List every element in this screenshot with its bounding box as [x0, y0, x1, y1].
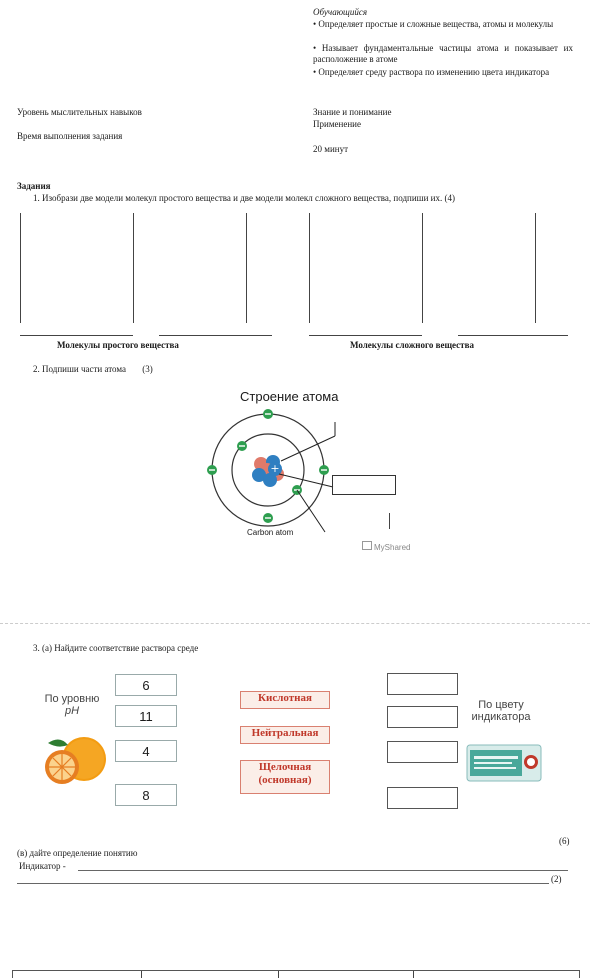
caption-complex-substance: Молекулы сложного вещества: [350, 340, 474, 350]
drawing-divider: [422, 213, 423, 323]
indicator-term: Индикатор -: [19, 861, 66, 871]
drawing-divider: [246, 213, 247, 323]
ph-value-box: 6: [115, 674, 177, 696]
thinking-value-2: Применение: [313, 119, 361, 129]
rubric-table-edge: [12, 970, 580, 978]
outcome-2: • Называет фундаментальные частицы атома…: [313, 43, 573, 64]
atom-label-box[interactable]: [332, 475, 396, 495]
table-divider: [413, 971, 414, 978]
indicator-label-line2: индикатора: [471, 711, 531, 723]
outcome-1: • Определяет простые и сложные вещества,…: [313, 19, 554, 29]
ph-label-line2: pH: [64, 705, 80, 717]
label-line[interactable]: [309, 335, 422, 336]
caption-simple-substance: Молекулы простого вещества: [57, 340, 179, 350]
indicator-label-line1: По цвету: [478, 699, 524, 711]
drawing-divider: [535, 213, 536, 323]
nucleus: +: [252, 455, 284, 487]
definition-line[interactable]: [17, 883, 549, 884]
drawing-divider: [133, 213, 134, 323]
drawing-divider: [20, 213, 21, 323]
time-label: Время выполнения задания: [17, 131, 123, 141]
tasks-heading: Задания: [17, 181, 51, 191]
watermark: MyShared: [362, 541, 410, 552]
watermark-text: MyShared: [374, 543, 411, 552]
ph-label-line1: По уровню: [44, 693, 100, 705]
table-divider: [278, 971, 279, 978]
atom-caption: Carbon atom: [247, 528, 294, 537]
task3-points-b: (2): [551, 874, 562, 884]
ph-value-box: 4: [115, 740, 177, 762]
task1-text: 1. Изобрази две модели молекул простого …: [33, 193, 455, 204]
indicator-answer-box[interactable]: [387, 673, 458, 695]
pointer-lines: [278, 422, 336, 533]
atom-diagram-title: Строение атома: [240, 389, 339, 404]
indicator-paper-image: [466, 744, 542, 782]
thinking-value-1: Знание и понимание: [313, 107, 392, 117]
env-acidic: Кислотная: [240, 691, 330, 709]
indicator-answer-box[interactable]: [387, 741, 458, 763]
definition-line[interactable]: [78, 870, 568, 871]
indicator-answer-box[interactable]: [387, 787, 458, 809]
orange-image: [45, 737, 106, 784]
ph-value-box: 8: [115, 784, 177, 806]
ph-label: По уровню pH: [40, 693, 104, 717]
label-line[interactable]: [159, 335, 272, 336]
env-alkaline: Щелочная (основная): [240, 760, 330, 794]
task1-instruction: 1. Изобрази две модели молекул простого …: [33, 193, 443, 203]
task2-points: (3): [142, 364, 153, 374]
time-value: 20 минут: [313, 144, 349, 154]
indicator-label: По цвету индикатора: [462, 699, 540, 723]
thinking-skills-label: Уровень мыслительных навыков: [17, 107, 142, 117]
electrons: [207, 409, 329, 523]
watermark-icon: [362, 541, 372, 550]
task3-points-a: (6): [559, 836, 570, 846]
task3-part-b: (в) дайте определение понятию: [17, 848, 138, 858]
atom-diagram: +: [207, 409, 336, 533]
label-line[interactable]: [458, 335, 568, 336]
atom-label-stub: [389, 513, 390, 529]
table-divider: [141, 971, 142, 978]
page-divider: [0, 623, 590, 624]
ph-value-box: 11: [115, 705, 177, 727]
task1-points: (4): [444, 193, 455, 203]
task3-text: 3. (а) Найдите соответствие раствора сре…: [33, 643, 199, 653]
indicator-answer-box[interactable]: [387, 706, 458, 728]
learner-label: Обучающийся: [313, 7, 368, 17]
svg-text:+: +: [270, 462, 279, 475]
env-neutral: Нейтральная: [240, 726, 330, 744]
task2-instruction: 2. Подпиши части атома: [33, 364, 126, 374]
drawing-divider: [309, 213, 310, 323]
task2-text: 2. Подпиши части атома (3): [33, 364, 153, 375]
orbit-inner: [231, 433, 305, 507]
outcome-3: • Определяет среду раствора по изменению…: [313, 67, 550, 77]
label-line[interactable]: [20, 335, 133, 336]
